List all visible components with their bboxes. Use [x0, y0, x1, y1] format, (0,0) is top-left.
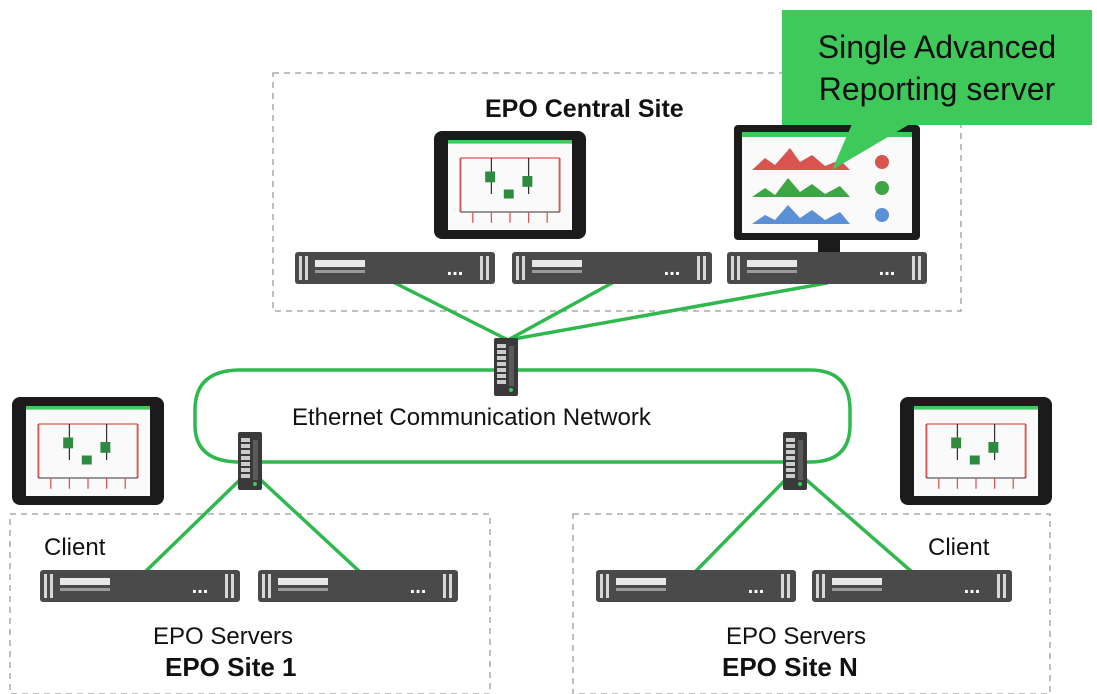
central-server-3-icon	[727, 252, 927, 284]
network-links	[143, 281, 914, 574]
site-n-title: EPO Site N	[722, 652, 858, 682]
site-1-title: EPO Site 1	[165, 652, 297, 682]
callout-line-2: Reporting server	[818, 70, 1056, 107]
site-n-servers-label: EPO Servers	[726, 623, 867, 650]
central-site-title: EPO Central Site	[485, 95, 684, 123]
callout-pointer	[832, 124, 910, 170]
site-n-server-1-icon	[596, 570, 796, 602]
central-switch-icon	[494, 338, 518, 396]
site-n-boundary	[572, 513, 1051, 694]
network-ring	[193, 368, 852, 464]
network-label: Ethernet Communication Network	[292, 404, 651, 431]
site-1-client-label: Client	[44, 534, 106, 561]
site-1-server-1-icon	[40, 570, 240, 602]
site-1-server-2-icon	[258, 570, 458, 602]
site-n-switch-icon	[783, 432, 807, 490]
central-server-1-icon	[295, 252, 495, 284]
central-site-boundary	[272, 72, 962, 312]
site-1-tablet-icon	[12, 397, 164, 505]
central-server-2-icon	[512, 252, 712, 284]
site-n-tablet-icon	[900, 397, 1052, 505]
site-n-client-label: Client	[928, 534, 990, 561]
site-1-switch-icon	[238, 432, 262, 490]
site-1-servers-label: EPO Servers	[153, 623, 294, 650]
reporting-monitor-icon	[734, 125, 920, 263]
reporting-server-callout: Single Advanced Reporting server	[782, 10, 1092, 125]
site-n-server-2-icon	[812, 570, 1012, 602]
central-tablet-icon	[434, 131, 586, 239]
callout-line-1: Single Advanced	[817, 28, 1057, 65]
